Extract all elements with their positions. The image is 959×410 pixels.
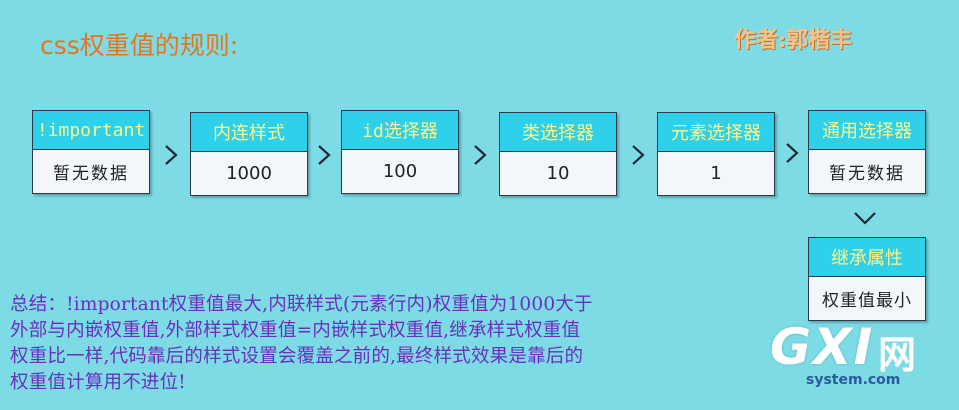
diagram-title: css权重值的规则: [40,31,239,60]
node-important: !important 暂无数据 [32,110,150,194]
node-important-value: 暂无数据 [53,164,129,184]
node-class-selector: 类选择器 10 [499,112,617,196]
chevron-right-icon [165,145,178,165]
node-element-selector-value: 1 [710,163,722,184]
node-id-selector: id选择器 100 [341,110,459,194]
node-class-selector-value: 10 [546,163,570,184]
chevron-down-icon [854,212,876,225]
watermark-site: system.com [806,372,901,388]
node-universal-selector-head: 通用选择器 [809,111,925,150]
watermark-logo: GXI 网 system.com [760,318,955,406]
watermark-main: GXI [770,318,875,376]
node-important-head: !important [33,111,149,150]
chevron-right-icon [318,145,331,165]
node-inline-style-value: 1000 [226,163,272,184]
node-class-selector-head: 类选择器 [500,113,616,152]
node-id-selector-value: 100 [382,161,418,182]
node-universal-selector-value: 暂无数据 [829,164,905,184]
node-universal-selector: 通用选择器 暂无数据 [808,110,926,194]
chevron-right-icon [786,143,799,163]
chevron-right-icon [474,145,487,165]
node-inherited-value: 权重值最小 [822,291,912,311]
node-inherited: 继承属性 权重值最小 [808,237,926,321]
summary-text: 总结：!important权重值最大,内联样式(元素行内)权重值为1000大于 … [10,294,593,393]
node-element-selector: 元素选择器 1 [657,112,775,196]
author-label: 作者:郭楷丰 [734,27,853,53]
chevron-right-icon [632,145,645,165]
watermark-cn: 网 [878,333,917,377]
node-id-selector-head: id选择器 [342,111,458,150]
node-element-selector-head: 元素选择器 [658,113,774,152]
node-inherited-head: 继承属性 [809,238,925,277]
node-inline-style: 内连样式 1000 [190,112,308,196]
node-inline-style-head: 内连样式 [191,113,307,152]
